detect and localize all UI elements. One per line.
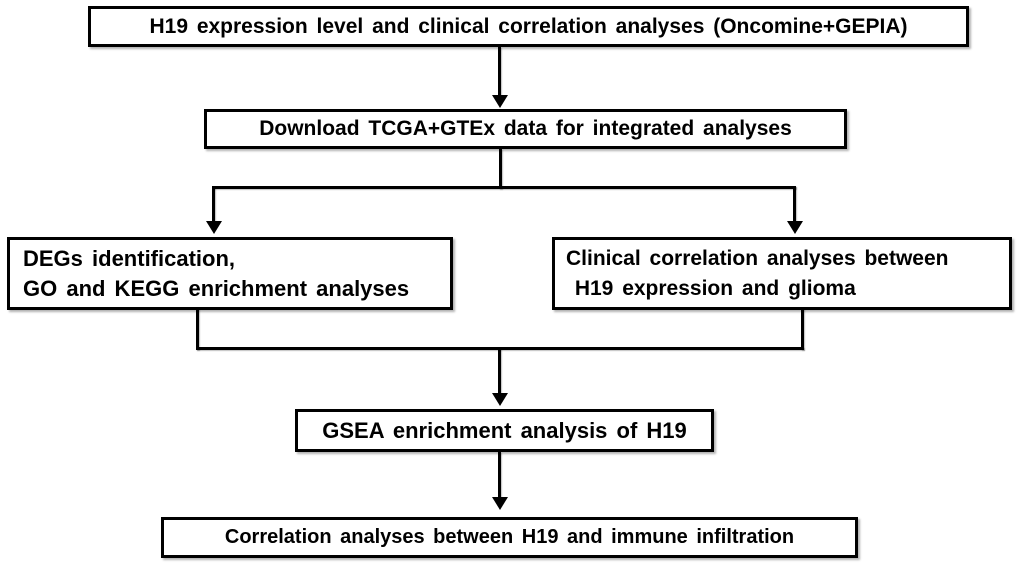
connector-line xyxy=(499,149,502,189)
connector-line xyxy=(498,47,501,95)
flow-box-clinical-correlation: Clinical correlation analyses between H1… xyxy=(552,237,1012,310)
arrow-down-icon xyxy=(787,221,803,234)
connector-line xyxy=(212,186,796,189)
arrow-down-icon xyxy=(492,497,508,510)
flow-box-gsea: GSEA enrichment analysis of H19 xyxy=(295,409,714,452)
connector-line xyxy=(498,452,501,497)
connector-line xyxy=(498,347,501,393)
connector-line xyxy=(801,308,804,350)
flow-box-immune-infiltration: Correlation analyses between H19 and imm… xyxy=(161,517,858,558)
flow-box-download-tcga-gtex: Download TCGA+GTEx data for integrated a… xyxy=(204,109,847,149)
connector-line xyxy=(196,308,199,350)
connector-line xyxy=(212,186,215,221)
arrow-down-icon xyxy=(492,95,508,108)
flow-box-oncomine-gepia: H19 expression level and clinical correl… xyxy=(88,6,969,47)
arrow-down-icon xyxy=(492,393,508,406)
flow-box-degs-go-kegg: DEGs identification, GO and KEGG enrichm… xyxy=(7,237,453,310)
arrow-down-icon xyxy=(206,221,222,234)
connector-line xyxy=(793,186,796,221)
